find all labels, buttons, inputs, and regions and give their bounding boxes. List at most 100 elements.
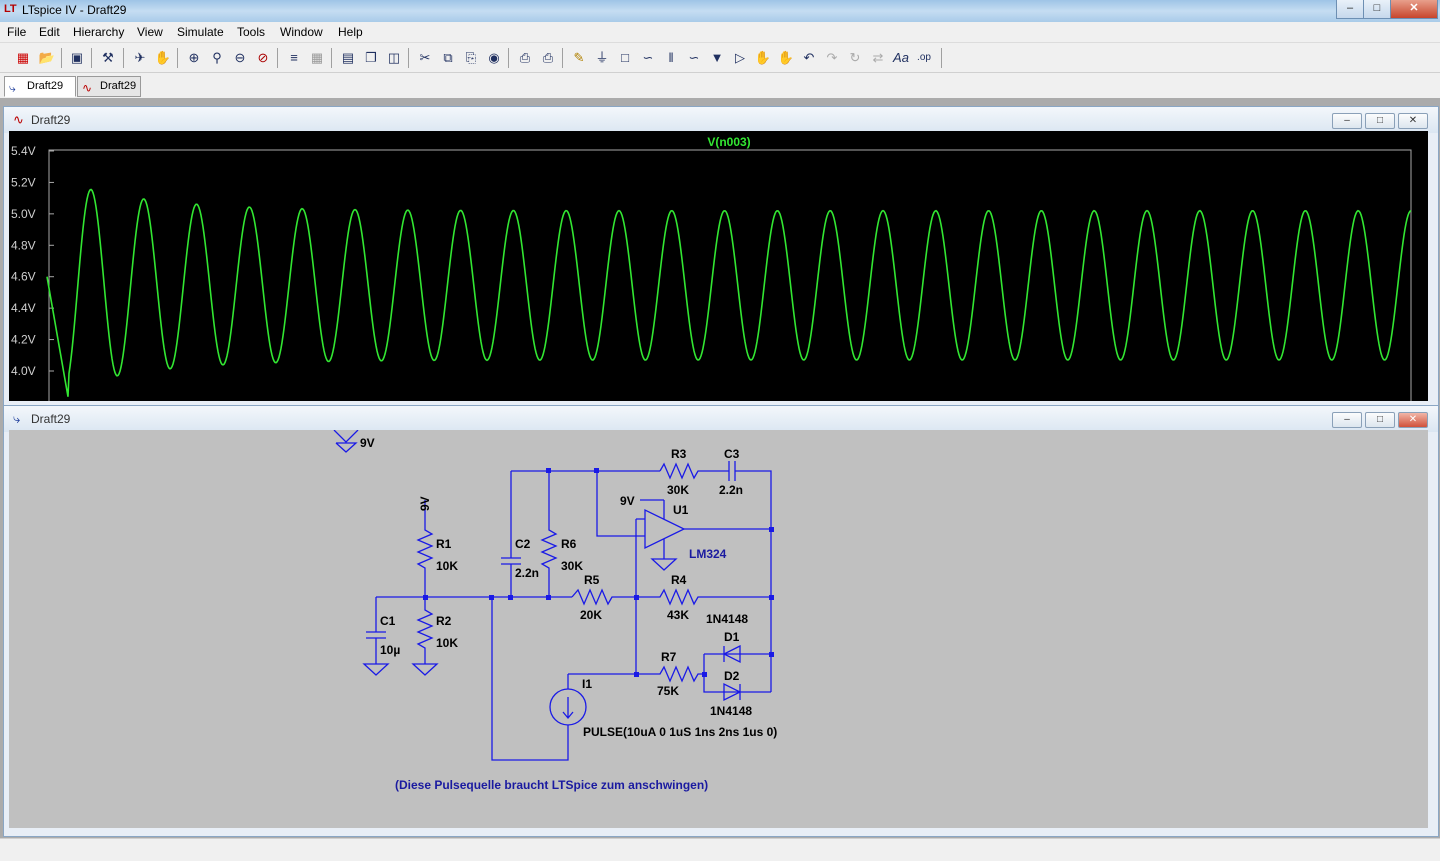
redo-icon[interactable]: ↷ xyxy=(826,50,838,65)
label-r5[interactable]: R5 xyxy=(584,573,600,587)
label-d2-model[interactable]: 1N4148 xyxy=(710,704,752,718)
text-icon[interactable]: Aa xyxy=(893,50,909,65)
run-icon[interactable]: ✈ xyxy=(134,50,146,65)
label-c1-value[interactable]: 10µ xyxy=(380,643,400,657)
capacitor-icon[interactable]: ‖ xyxy=(668,50,674,65)
component-icon[interactable]: ▷ xyxy=(735,50,745,65)
menu-edit[interactable]: Edit xyxy=(39,25,60,39)
resistor-r6[interactable] xyxy=(540,471,558,597)
diode-d1[interactable] xyxy=(722,644,741,664)
spice-directive-icon[interactable]: .op xyxy=(917,52,931,63)
resistor-r4[interactable] xyxy=(636,588,771,606)
cascade-icon[interactable]: ❐ xyxy=(365,50,377,65)
schematic-minimize-button[interactable]: – xyxy=(1332,412,1362,428)
undo-icon[interactable]: ↶ xyxy=(803,50,815,65)
tab-schematic[interactable]: ⤷ Draft29 xyxy=(4,76,76,97)
grid-icon[interactable]: ▦ xyxy=(310,50,324,65)
zoom-out-icon[interactable]: ⊖ xyxy=(234,50,246,65)
label-i1-value[interactable]: PULSE(10uA 0 1uS 1ns 2ns 1us 0) xyxy=(583,725,777,739)
print-icon[interactable]: ⎙ xyxy=(542,50,554,65)
schematic-close-button[interactable]: ✕ xyxy=(1398,412,1428,428)
menu-window[interactable]: Window xyxy=(280,25,323,39)
label-c3-value[interactable]: 2.2n xyxy=(719,483,743,497)
tile-vertical-icon[interactable]: ◫ xyxy=(387,50,401,65)
label-u1-model[interactable]: LM324 xyxy=(689,547,727,561)
trace-v-n003[interactable] xyxy=(46,188,1412,397)
paste-icon[interactable]: ⎘ xyxy=(465,50,477,65)
rotate-icon[interactable]: ↻ xyxy=(849,50,861,65)
schematic-canvas[interactable]: 9V 9V 9V R1 10K R2 10K C1 10µ C2 2.2n R6… xyxy=(9,430,1428,828)
menu-hierarchy[interactable]: Hierarchy xyxy=(73,25,125,39)
label-c2[interactable]: C2 xyxy=(515,537,531,551)
schematic-maximize-button[interactable]: □ xyxy=(1365,412,1395,428)
move-icon[interactable]: ✋ xyxy=(754,50,772,65)
label-opamp-vcc[interactable]: 9V xyxy=(620,494,635,508)
label-r6-value[interactable]: 30K xyxy=(561,559,583,573)
ground-icon[interactable]: ⏚ xyxy=(595,50,609,65)
resistor-r5[interactable] xyxy=(571,588,636,606)
label-r1-value[interactable]: 10K xyxy=(436,559,458,573)
control-panel-icon[interactable]: ⚒ xyxy=(102,50,114,65)
copy-icon[interactable]: ⧉ xyxy=(443,50,453,65)
menu-simulate[interactable]: Simulate xyxy=(177,25,224,39)
label-c1[interactable]: C1 xyxy=(380,614,396,628)
menu-view[interactable]: View xyxy=(137,25,163,39)
inductor-icon[interactable]: ∽ xyxy=(688,50,700,65)
label-r2-value[interactable]: 10K xyxy=(436,636,458,650)
label-r3[interactable]: R3 xyxy=(671,447,687,461)
find-icon[interactable]: ◉ xyxy=(488,50,500,65)
resistor-r2[interactable] xyxy=(416,597,434,664)
cut-icon[interactable]: ✂ xyxy=(419,50,431,65)
label-c3[interactable]: C3 xyxy=(724,447,740,461)
label-r6[interactable]: R6 xyxy=(561,537,577,551)
label-r5-value[interactable]: 20K xyxy=(580,608,602,622)
maximize-button[interactable]: □ xyxy=(1363,0,1391,19)
label-r4-value[interactable]: 43K xyxy=(667,608,689,622)
waveform-maximize-button[interactable]: □ xyxy=(1365,113,1395,129)
label-d2[interactable]: D2 xyxy=(724,669,740,683)
opamp-u1[interactable] xyxy=(644,508,686,550)
print-setup-icon[interactable]: ⎙ xyxy=(519,50,531,65)
label-r7[interactable]: R7 xyxy=(661,650,677,664)
tile-horizontal-icon[interactable]: ▤ xyxy=(341,50,355,65)
label-c2-value[interactable]: 2.2n xyxy=(515,566,539,580)
tab-waveform[interactable]: ∿ Draft29 xyxy=(77,76,141,97)
new-schematic-icon[interactable]: ▦ xyxy=(16,50,30,65)
label-d1[interactable]: D1 xyxy=(724,630,740,644)
resistor-icon[interactable]: ∽ xyxy=(642,50,654,65)
capacitor-c2[interactable] xyxy=(501,471,521,597)
label-i1[interactable]: I1 xyxy=(582,677,592,691)
resistor-r3[interactable] xyxy=(659,462,726,480)
trace-label[interactable]: V(n003) xyxy=(707,135,750,149)
label-r1[interactable]: R1 xyxy=(436,537,452,551)
label-vcc[interactable]: 9V xyxy=(418,496,432,511)
waveform-close-button[interactable]: ✕ xyxy=(1398,113,1428,129)
minimize-button[interactable]: – xyxy=(1336,0,1364,19)
label-supply-top[interactable]: 9V xyxy=(360,436,375,450)
diode-d2[interactable] xyxy=(723,682,742,702)
zoom-cancel-icon[interactable]: ⊘ xyxy=(257,50,269,65)
label-r2[interactable]: R2 xyxy=(436,614,452,628)
autorange-icon[interactable]: ≡ xyxy=(290,50,298,65)
close-button[interactable]: ✕ xyxy=(1390,0,1438,19)
waveform-minimize-button[interactable]: – xyxy=(1332,113,1362,129)
draw-wire-icon[interactable]: ✎ xyxy=(573,50,585,65)
zoom-full-icon[interactable]: ⚲ xyxy=(212,50,222,65)
drag-icon[interactable]: ✋ xyxy=(777,50,795,65)
resistor-r7[interactable] xyxy=(568,665,704,683)
schematic-comment[interactable]: (Diese Pulsequelle braucht LTSpice zum a… xyxy=(395,778,708,792)
diode-icon[interactable]: ▼ xyxy=(710,50,724,65)
menu-tools[interactable]: Tools xyxy=(237,25,266,39)
open-icon[interactable]: 📂 xyxy=(38,50,56,65)
label-r4[interactable]: R4 xyxy=(671,573,687,587)
zoom-in-icon[interactable]: ⊕ xyxy=(188,50,200,65)
mirror-icon[interactable]: ⇄ xyxy=(872,50,884,65)
save-icon[interactable]: ▣ xyxy=(70,50,84,65)
label-d1-model[interactable]: 1N4148 xyxy=(706,612,748,626)
menu-help[interactable]: Help xyxy=(338,25,363,39)
menu-file[interactable]: File xyxy=(7,25,27,39)
resistor-r1[interactable] xyxy=(416,510,434,597)
capacitor-c3[interactable] xyxy=(726,461,772,692)
label-net-icon[interactable]: □ xyxy=(621,50,629,65)
